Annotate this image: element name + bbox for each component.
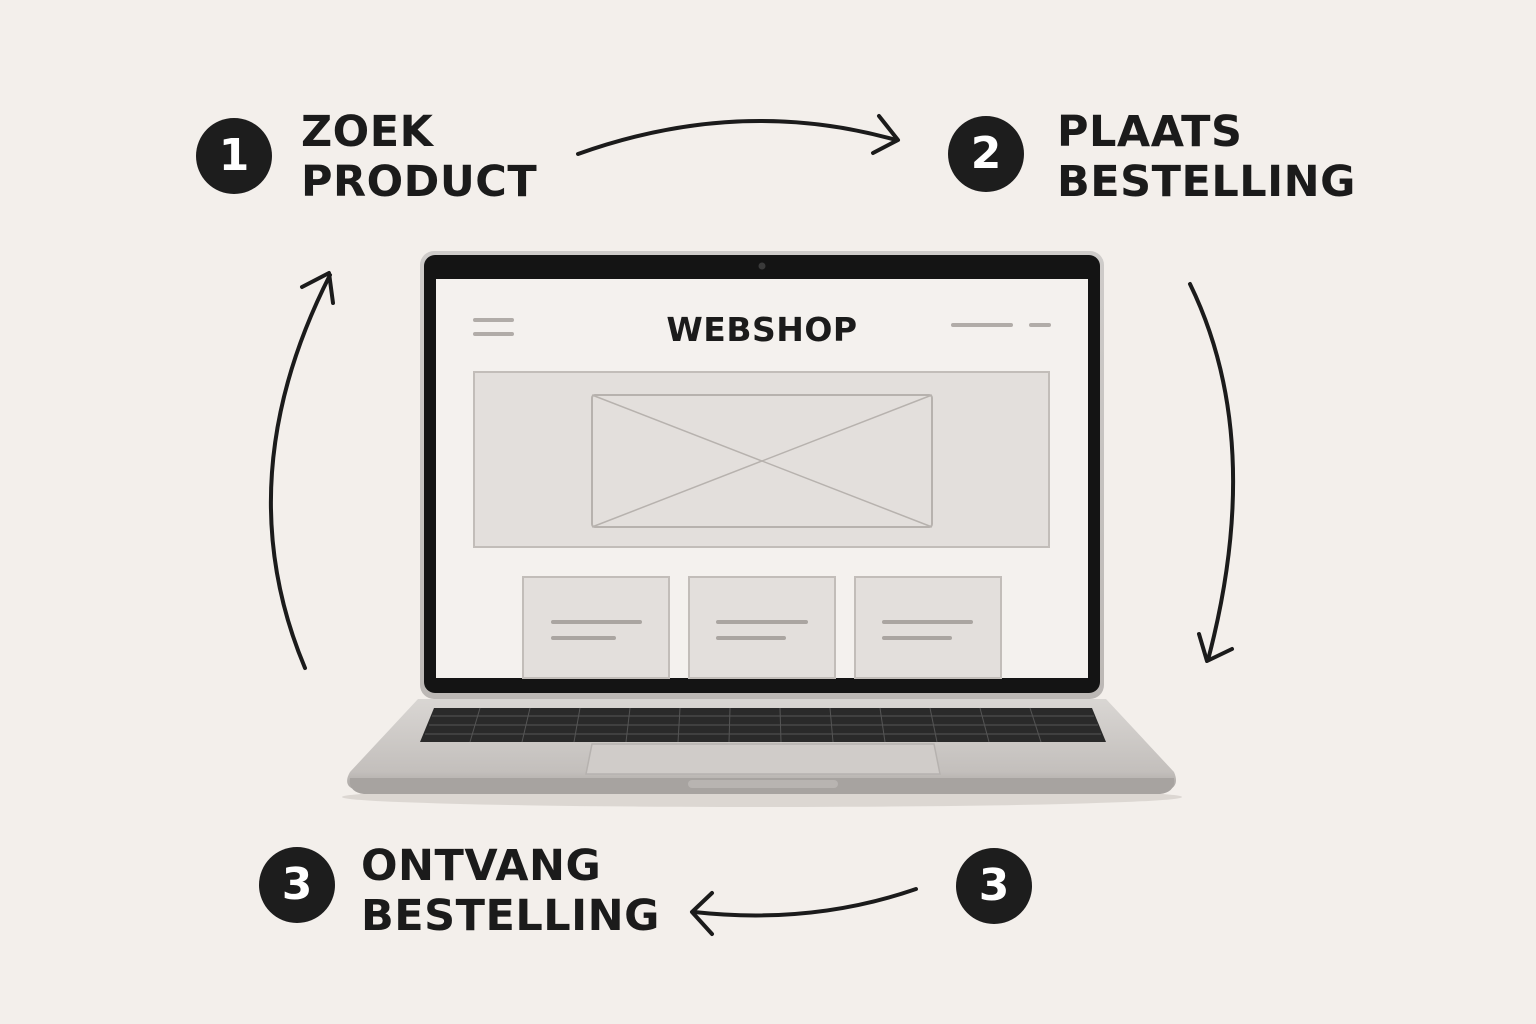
step-1-label-line2: PRODUCT [301, 157, 538, 207]
keyboard-keys [425, 715, 1101, 735]
product-card [522, 576, 670, 679]
step-1-badge: 1 [196, 118, 272, 194]
trackpad [585, 743, 941, 775]
product-card [854, 576, 1002, 679]
image-placeholder-icon [591, 394, 933, 528]
step-2-label-line1: PLAATS [1057, 107, 1243, 157]
product-card [688, 576, 836, 679]
hero-banner [473, 371, 1050, 548]
keyboard-keys-columns [469, 707, 1042, 743]
step-1-label-line1: ZOEK [301, 107, 434, 157]
webcam-icon [758, 262, 766, 270]
step-2-label: PLAATS BESTELLING [1057, 107, 1356, 207]
webshop-title: WEBSHOP [666, 310, 858, 349]
step-2-label-line2: BESTELLING [1057, 157, 1356, 207]
step-3-label: ONTVANG BESTELLING [361, 841, 660, 941]
step-3-badge: 3 [259, 847, 335, 923]
step-3-label-line2: BESTELLING [361, 891, 660, 941]
step-3-label-line1: ONTVANG [361, 841, 602, 891]
step-3-badge-right: 3 [956, 848, 1032, 924]
step-2-badge: 2 [948, 116, 1024, 192]
hamburger-menu-icon [473, 318, 514, 336]
step-1-label: ZOEK PRODUCT [301, 107, 537, 207]
